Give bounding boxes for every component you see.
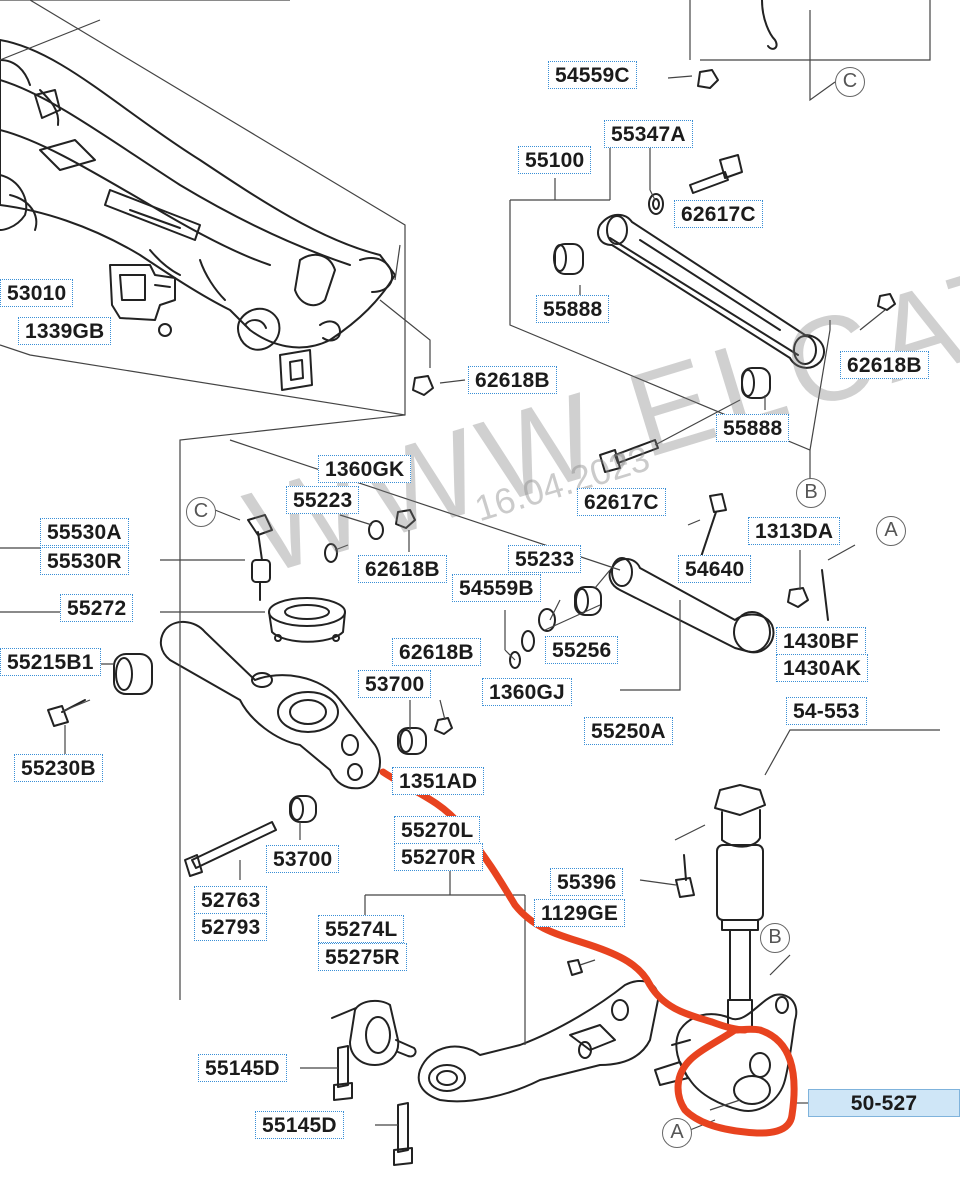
callout-55888-top[interactable]: 55888	[536, 295, 610, 323]
nut-62618B-mid-drawing	[412, 375, 434, 396]
callout-55250A[interactable]: 55250A	[584, 717, 673, 745]
callout-55888-bottom[interactable]: 55888	[716, 414, 790, 442]
callout-55530A[interactable]: 55530A	[40, 518, 129, 546]
callout-62618B-low[interactable]: 62618B	[392, 638, 481, 666]
callout-55145D-a[interactable]: 55145D	[198, 1054, 287, 1082]
callout-55145D-b[interactable]: 55145D	[255, 1111, 344, 1139]
spring-seat-55272-drawing	[268, 597, 346, 643]
shock-absorber-drawing	[714, 784, 766, 1031]
lower-spring-arm-drawing	[159, 621, 381, 790]
callout-1313DA[interactable]: 1313DA	[748, 517, 841, 545]
nut-54559C-drawing	[697, 69, 719, 89]
marker-a-right: A	[876, 516, 906, 546]
callout-53700-top[interactable]: 53700	[358, 670, 432, 698]
callout-55270R[interactable]: 55270R	[394, 843, 483, 871]
nut-1313DA-drawing	[787, 587, 809, 608]
bolt-54640-drawing	[699, 493, 727, 561]
callout-55274L[interactable]: 55274L	[318, 915, 405, 943]
callout-1360GK[interactable]: 1360GK	[318, 455, 412, 483]
nut-62618B-left-drawing	[395, 509, 416, 529]
callout-55215B1[interactable]: 55215B1	[0, 648, 101, 676]
marker-c-left: C	[186, 497, 216, 527]
marker-b-mid: B	[796, 478, 826, 508]
bolt-62617C-top-drawing	[648, 154, 743, 215]
crossmember-subframe-drawing	[0, 39, 396, 391]
callout-54640[interactable]: 54640	[678, 555, 752, 583]
lateral-arm-55100-drawing	[553, 213, 825, 399]
stabilizer-link-drawing	[247, 514, 273, 601]
leader-lines	[0, 0, 940, 1131]
callout-1129GE[interactable]: 1129GE	[534, 899, 626, 927]
callout-55275R[interactable]: 55275R	[318, 943, 407, 971]
washer-1360GK-drawing	[324, 543, 338, 563]
callout-1430BF[interactable]: 1430BF	[776, 627, 866, 655]
callout-55347A[interactable]: 55347A	[604, 120, 693, 148]
callout-54559C[interactable]: 54559C	[548, 61, 637, 89]
callout-62617C-top[interactable]: 62617C	[674, 200, 763, 228]
callout-1360GJ[interactable]: 1360GJ	[482, 678, 572, 706]
callout-54559B[interactable]: 54559B	[452, 574, 541, 602]
bushing-55274-drawing	[331, 999, 417, 1066]
bolt-62617C-mid-drawing	[599, 439, 659, 473]
lower-arm-55270-drawing	[417, 980, 660, 1103]
bushing-55215B1-drawing	[113, 653, 153, 695]
bolt-1129GE-drawing	[567, 959, 583, 976]
callout-55223[interactable]: 55223	[286, 486, 360, 514]
callout-1430AK[interactable]: 1430AK	[776, 654, 869, 682]
bushing-53700-bottom-drawing	[289, 795, 317, 823]
callout-62617C-mid[interactable]: 62617C	[577, 488, 666, 516]
bracket-53010-drawing	[109, 264, 176, 337]
marker-a-bottom: A	[662, 1118, 692, 1148]
nut-62618B-right-drawing	[877, 293, 896, 311]
callout-50-527[interactable]: 50-527	[808, 1089, 960, 1117]
bolt-55396-drawing	[675, 854, 695, 898]
callout-55233[interactable]: 55233	[508, 545, 582, 573]
bolt-52763-drawing	[184, 821, 277, 877]
callout-55272[interactable]: 55272	[60, 594, 134, 622]
bolt-55145D-b-drawing	[393, 1102, 413, 1166]
callout-1339GB[interactable]: 1339GB	[18, 317, 112, 345]
callout-55100[interactable]: 55100	[518, 146, 592, 174]
marker-c-top: C	[835, 67, 865, 97]
callout-62618B-left[interactable]: 62618B	[358, 555, 447, 583]
pin-1430BF-drawing	[821, 569, 829, 621]
callout-52793[interactable]: 52793	[194, 913, 268, 941]
callout-55530R[interactable]: 55530R	[40, 547, 129, 575]
bushing-53700-top-drawing	[397, 727, 427, 755]
nut-1351AD-drawing	[434, 717, 453, 735]
callout-62618B-mid[interactable]: 62618B	[468, 366, 557, 394]
trailing-arm-55250A-drawing	[509, 557, 775, 669]
washer-55223-drawing	[368, 520, 384, 540]
callout-53700-bottom[interactable]: 53700	[266, 845, 340, 873]
callout-55230B[interactable]: 55230B	[14, 754, 103, 782]
stabilizer-bar-end-drawing	[761, 0, 778, 50]
callout-53010[interactable]: 53010	[0, 279, 74, 307]
callout-55256[interactable]: 55256	[545, 636, 619, 664]
bolt-55145D-a-drawing	[333, 1045, 353, 1101]
callout-54-553[interactable]: 54-553	[786, 697, 867, 725]
callout-62618B-right[interactable]: 62618B	[840, 351, 929, 379]
callout-1351AD[interactable]: 1351AD	[392, 767, 485, 795]
callout-55396[interactable]: 55396	[550, 868, 624, 896]
callout-52763[interactable]: 52763	[194, 886, 268, 914]
callout-55270L[interactable]: 55270L	[394, 816, 481, 844]
marker-b-bottom: B	[760, 923, 790, 953]
